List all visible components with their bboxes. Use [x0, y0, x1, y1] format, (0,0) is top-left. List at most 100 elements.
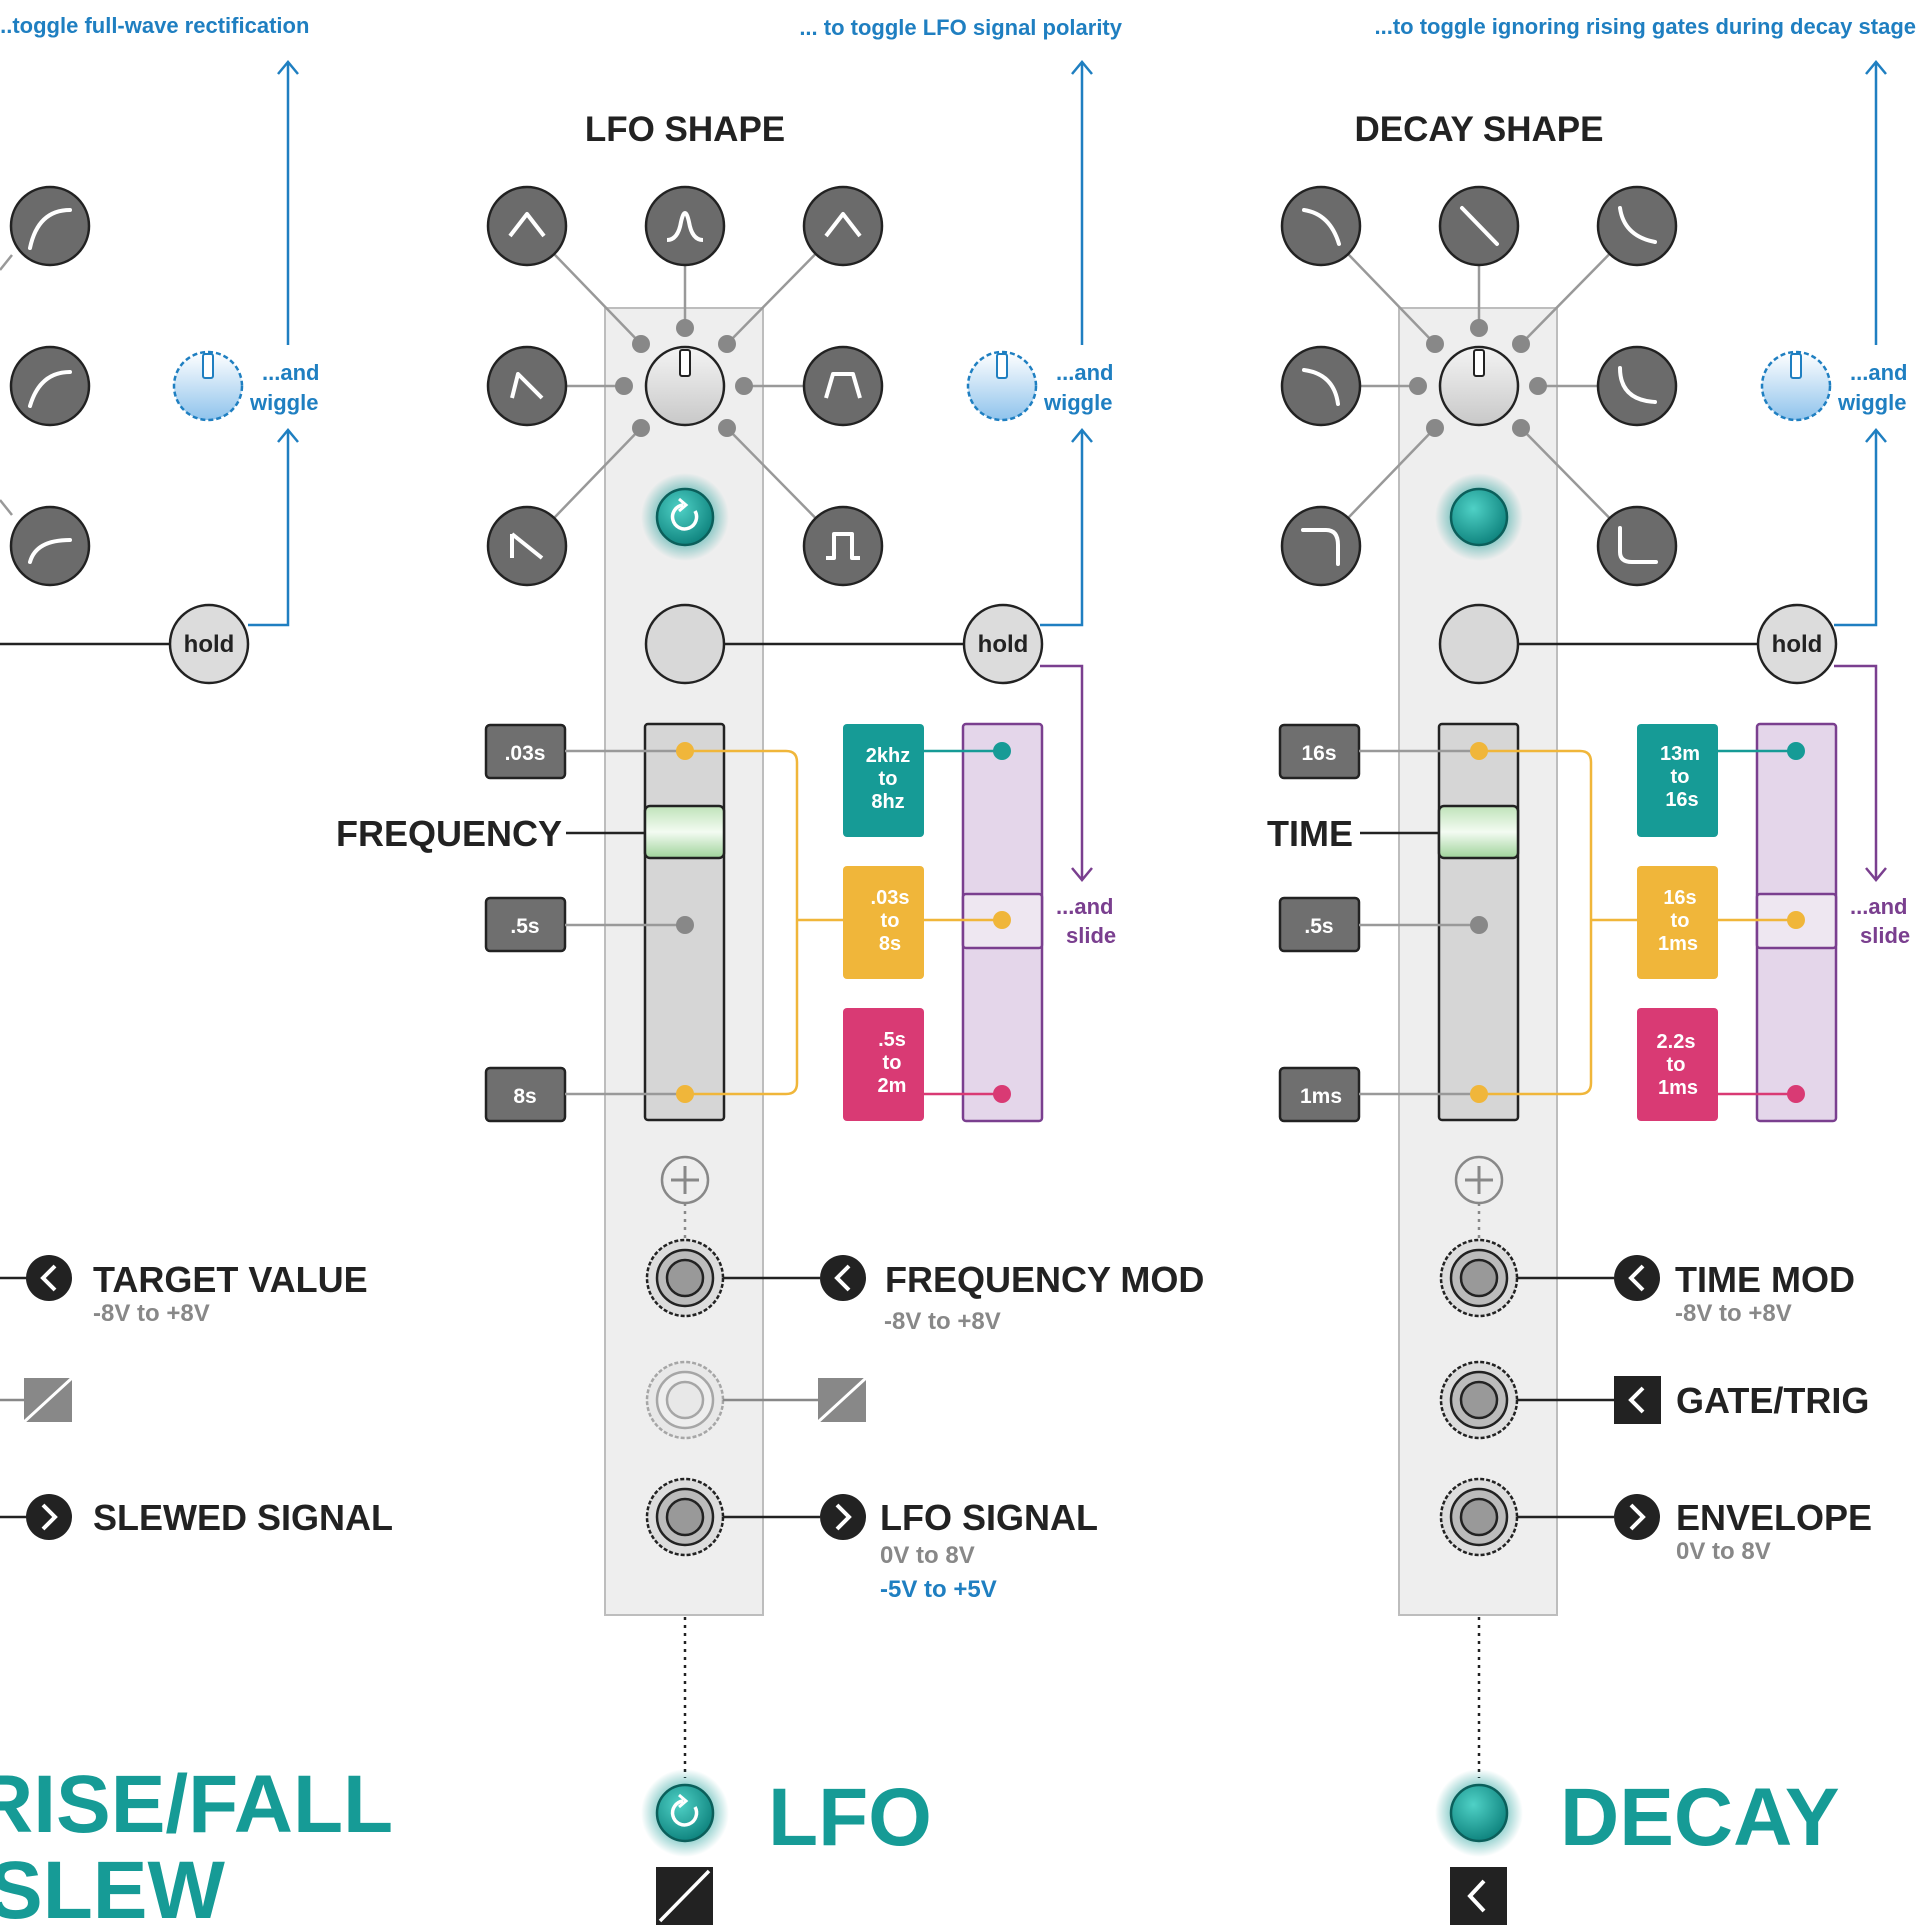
svg-text:to: to — [879, 768, 898, 790]
triangle-icon[interactable] — [486, 185, 568, 267]
curve-up-icon[interactable] — [9, 185, 91, 267]
curve-mid-icon[interactable] — [9, 345, 91, 427]
lfo-mode-title: LFO — [768, 1772, 932, 1863]
decay-button[interactable] — [1438, 603, 1520, 685]
square-icon[interactable] — [802, 505, 884, 587]
lfo-hold-label: hold — [978, 631, 1029, 658]
output-chevron-icon — [1614, 1494, 1660, 1540]
decay-step-icon[interactable] — [1280, 505, 1362, 587]
decay-plus-icon — [1454, 1155, 1504, 1205]
lfo-wiggle-label-2: wiggle — [1043, 390, 1112, 415]
decay-curve-2-icon[interactable] — [1596, 185, 1678, 267]
sine-icon[interactable] — [644, 185, 726, 267]
input-chevron-icon — [820, 1255, 866, 1301]
lfo-button[interactable] — [644, 603, 726, 685]
lfo-output-range-bipolar: -5V to +5V — [880, 1576, 997, 1603]
decay-gate-mode-icon — [1450, 1867, 1507, 1925]
curve-down-icon[interactable] — [9, 505, 91, 587]
lfo-bipolar-mode-icon — [656, 1867, 713, 1925]
svg-text:to: to — [1667, 1054, 1686, 1076]
svg-text:to: to — [1671, 766, 1690, 788]
decay-range-yellow: 16s to 1ms — [1637, 866, 1718, 979]
decay-mode-title: DECAY — [1560, 1772, 1840, 1863]
lfo-shape-knob[interactable] — [644, 345, 726, 427]
decay-wiggle-knob[interactable] — [1760, 350, 1832, 422]
svg-text:13m: 13m — [1660, 743, 1700, 765]
decay-wiggle-label-2: wiggle — [1837, 390, 1906, 415]
decay-curve-1-icon[interactable] — [1280, 185, 1362, 267]
slew-hold-label: hold — [184, 631, 235, 658]
decay-toggle-caption: ...to toggle ignoring rising gates durin… — [1374, 14, 1916, 39]
decay-time-slider-thumb[interactable] — [1437, 804, 1520, 860]
lfo-shape-leds — [615, 319, 753, 437]
svg-text:8s: 8s — [513, 1085, 536, 1108]
decay-linear-icon[interactable] — [1438, 185, 1520, 267]
output-chevron-icon — [26, 1494, 72, 1540]
slew-up-arrow-icon — [277, 60, 299, 75]
lfo-toggle-caption: ... to toggle LFO signal polarity — [799, 15, 1122, 40]
decay-range-teal: 13m to 16s — [1637, 724, 1718, 837]
lfo-range-teal: 2khz to 8hz — [843, 724, 924, 837]
decay-curve-5-icon[interactable] — [1596, 505, 1678, 587]
peak-triangle-icon[interactable] — [802, 185, 884, 267]
lfo-mode-indicator — [655, 1783, 715, 1843]
cycle-arrow-icon — [670, 503, 699, 531]
decay-hold-button[interactable]: hold — [1756, 603, 1838, 685]
lfo-output-range-unipolar: 0V to 8V — [880, 1542, 975, 1569]
svg-text:8hz: 8hz — [871, 791, 904, 813]
svg-text:2m: 2m — [878, 1075, 907, 1097]
lfo-output-jack[interactable] — [645, 1477, 725, 1557]
decay-mod-jack[interactable] — [1439, 1238, 1519, 1318]
lfo-down-arrow-icon — [1071, 867, 1093, 882]
lfo-slider-label-bottom: 8s — [484, 1066, 567, 1123]
svg-text:to: to — [1671, 910, 1690, 932]
svg-text:.5s: .5s — [510, 915, 539, 938]
lfo-shape-title: LFO SHAPE — [585, 110, 785, 149]
lfo-wiggle-knob[interactable] — [966, 350, 1038, 422]
svg-text:.03s: .03s — [505, 742, 546, 765]
svg-text:16s: 16s — [1663, 887, 1696, 909]
lfo-mod-label: FREQUENCY MOD — [885, 1259, 1204, 1300]
lfo-section: ... to toggle LFO signal polarity LFO SH… — [336, 15, 1204, 1925]
decay-range-pink: 2.2s to 1ms — [1637, 1008, 1718, 1121]
lfo-slider-label-mid: .5s — [484, 896, 567, 953]
svg-text:1ms: 1ms — [1658, 933, 1698, 955]
decay-shape-knob[interactable] — [1438, 345, 1520, 427]
lfo-up-arrow-icon — [1071, 60, 1093, 75]
decay-shape-leds — [1409, 319, 1547, 437]
decay-up-arrow-icon — [1865, 60, 1887, 75]
output-chevron-icon — [820, 1494, 866, 1540]
svg-text:1ms: 1ms — [1658, 1077, 1698, 1099]
decay-output-jack[interactable] — [1439, 1477, 1519, 1557]
decay-curve-4-icon[interactable] — [1596, 345, 1678, 427]
decay-slider-label-top: 16s — [1278, 723, 1361, 780]
lfo-hold-button[interactable]: hold — [962, 603, 1044, 685]
lfo-slider-name: FREQUENCY — [336, 813, 562, 854]
slew-wiggle-label-1: ...and — [262, 360, 319, 385]
decay-gate-label: GATE/TRIG — [1676, 1380, 1869, 1421]
decay-slider-label-mid: .5s — [1278, 896, 1361, 953]
decay-shape-title: DECAY SHAPE — [1355, 110, 1604, 149]
lfo-range-pink: .5s to 2m — [843, 1008, 924, 1121]
lfo-frequency-slider-thumb[interactable] — [643, 804, 726, 860]
lfo-mod-jack[interactable] — [645, 1238, 725, 1318]
lfo-slider-label-top: .03s — [484, 723, 567, 780]
decay-curve-3-icon[interactable] — [1280, 345, 1362, 427]
svg-text:.5s: .5s — [1304, 915, 1333, 938]
decay-output-range: 0V to 8V — [1676, 1538, 1771, 1565]
ramp-down-icon[interactable] — [486, 345, 568, 427]
decay-ignore-gates-button[interactable] — [1449, 487, 1509, 547]
lfo-polarity-button[interactable] — [655, 487, 715, 547]
slew-mode-title-1: RISE/FALL — [0, 1759, 393, 1850]
slew-hold-button[interactable]: hold — [168, 603, 250, 685]
decay-mode-indicator — [1449, 1783, 1509, 1843]
saw-down-icon[interactable] — [486, 505, 568, 587]
decay-down-arrow-icon — [1865, 867, 1887, 882]
slew-target-value-label: TARGET VALUE — [93, 1259, 368, 1300]
slew-wiggle-knob[interactable] — [172, 350, 244, 422]
trapezoid-icon[interactable] — [802, 345, 884, 427]
input-chevron-icon — [1614, 1255, 1660, 1301]
decay-gate-jack[interactable] — [1439, 1360, 1519, 1440]
